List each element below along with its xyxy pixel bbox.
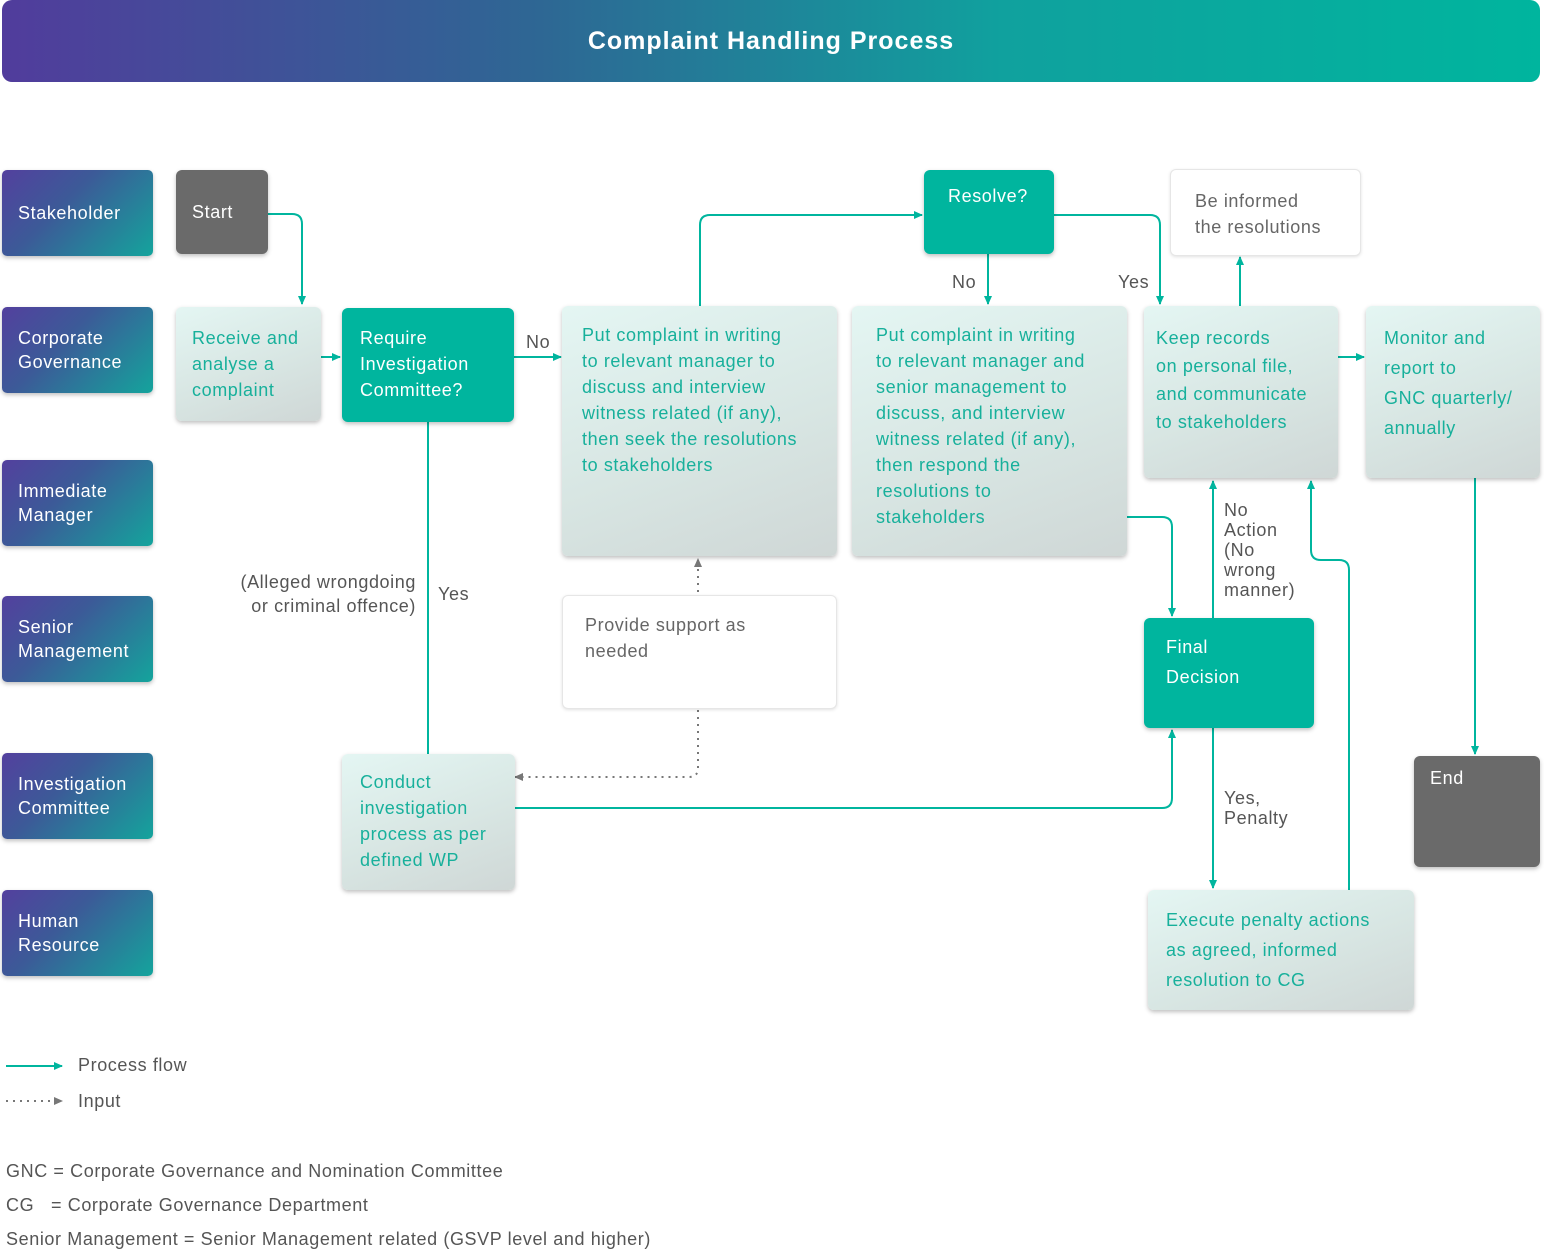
conduct-investigation-node: Conduct investigation process as per def… <box>342 754 515 890</box>
be-informed-label: Be informed the resolutions <box>1195 191 1322 237</box>
put-complaint-senior-label: Put complaint in writing to relevant man… <box>876 325 1085 527</box>
require-investigation-decision: Require Investigation Committee? <box>342 308 514 422</box>
execute-penalty-label: Execute penalty actions as agreed, infor… <box>1166 910 1370 990</box>
end-label: End <box>1430 768 1464 788</box>
final-decision-node: Final Decision <box>1144 618 1314 728</box>
label-no-resolve: No <box>952 272 977 292</box>
resolve-label: Resolve? <box>948 186 1028 206</box>
label-yes-resolve: Yes <box>1118 272 1150 292</box>
lane-label: Stakeholder <box>18 203 121 223</box>
legend-process-flow: Process flow <box>78 1055 188 1075</box>
receive-complaint-label: Receive and analyse a complaint <box>192 328 299 400</box>
lane-immediate-manager: Immediate Manager <box>2 460 153 546</box>
page-title-text: Complaint Handling Process <box>587 26 955 55</box>
lane-human-resource: Human Resource <box>2 890 153 976</box>
lane-label: Immediate Manager <box>18 481 108 525</box>
monitor-report-label: Monitor and report to GNC quarterly/ ann… <box>1384 328 1513 438</box>
monitor-report-node: Monitor and report to GNC quarterly/ ann… <box>1366 306 1540 478</box>
require-investigation-label: Require Investigation Committee? <box>360 328 469 400</box>
arrow-execute-to-keep <box>1307 480 1350 890</box>
lane-label: Senior Management <box>18 617 130 661</box>
end-node: End <box>1414 756 1540 867</box>
arrow-start-to-receive <box>268 213 306 305</box>
keep-records-label: Keep records on personal file, and commu… <box>1156 328 1308 432</box>
arrow-put-senior-to-final <box>1127 516 1176 617</box>
legend-input: Input <box>78 1091 122 1111</box>
put-complaint-manager-label: Put complaint in writing to relevant man… <box>582 325 798 475</box>
note-cg: CG = Corporate Governance Department <box>6 1195 369 1215</box>
lane-senior-management: Senior Management <box>2 596 153 682</box>
final-decision-label: Final Decision <box>1166 637 1240 687</box>
receive-complaint-node: Receive and analyse a complaint <box>176 307 321 421</box>
put-complaint-manager-node: Put complaint in writing to relevant man… <box>562 306 837 556</box>
put-complaint-senior-node: Put complaint in writing to relevant man… <box>852 306 1127 556</box>
execute-penalty-node: Execute penalty actions as agreed, infor… <box>1148 890 1414 1010</box>
note-gnc: GNC = Corporate Governance and Nominatio… <box>6 1161 504 1181</box>
lane-stakeholder: Stakeholder <box>2 170 153 256</box>
provide-support-label: Provide support as needed <box>585 615 746 661</box>
lane-label: Corporate Governance <box>18 328 123 372</box>
start-node: Start <box>176 170 268 254</box>
label-no-action: No Action (No wrong manner) <box>1224 500 1296 600</box>
dotted-support-to-conduct <box>514 710 699 781</box>
label-alleged-wrongdoing: (Alleged wrongdoing or criminal offence) <box>240 572 416 616</box>
resolve-decision: Resolve? <box>924 170 1054 254</box>
lane-label: Investigation Committee <box>18 774 127 818</box>
arrow-put-manager-to-resolve <box>699 211 923 306</box>
start-label: Start <box>192 202 234 222</box>
lane-investigation-committee: Investigation Committee <box>2 753 153 839</box>
label-yes-penalty: Yes, Penalty <box>1224 788 1289 828</box>
page-title: Complaint Handling Process <box>2 0 1540 82</box>
lane-label: Human Resource <box>18 911 100 955</box>
arrow-conduct-to-final <box>515 729 1176 809</box>
keep-records-node: Keep records on personal file, and commu… <box>1144 306 1338 478</box>
note-senior-management: Senior Management = Senior Management re… <box>6 1229 651 1249</box>
conduct-investigation-label: Conduct investigation process as per def… <box>360 772 487 870</box>
arrow-resolve-yes-to-keep-records <box>1054 214 1164 305</box>
label-yes-require: Yes <box>438 584 470 604</box>
label-no-require: No <box>526 332 551 352</box>
be-informed-node: Be informed the resolutions <box>1170 169 1361 256</box>
lane-corporate-governance: Corporate Governance <box>2 307 153 393</box>
provide-support-node: Provide support as needed <box>562 595 837 709</box>
